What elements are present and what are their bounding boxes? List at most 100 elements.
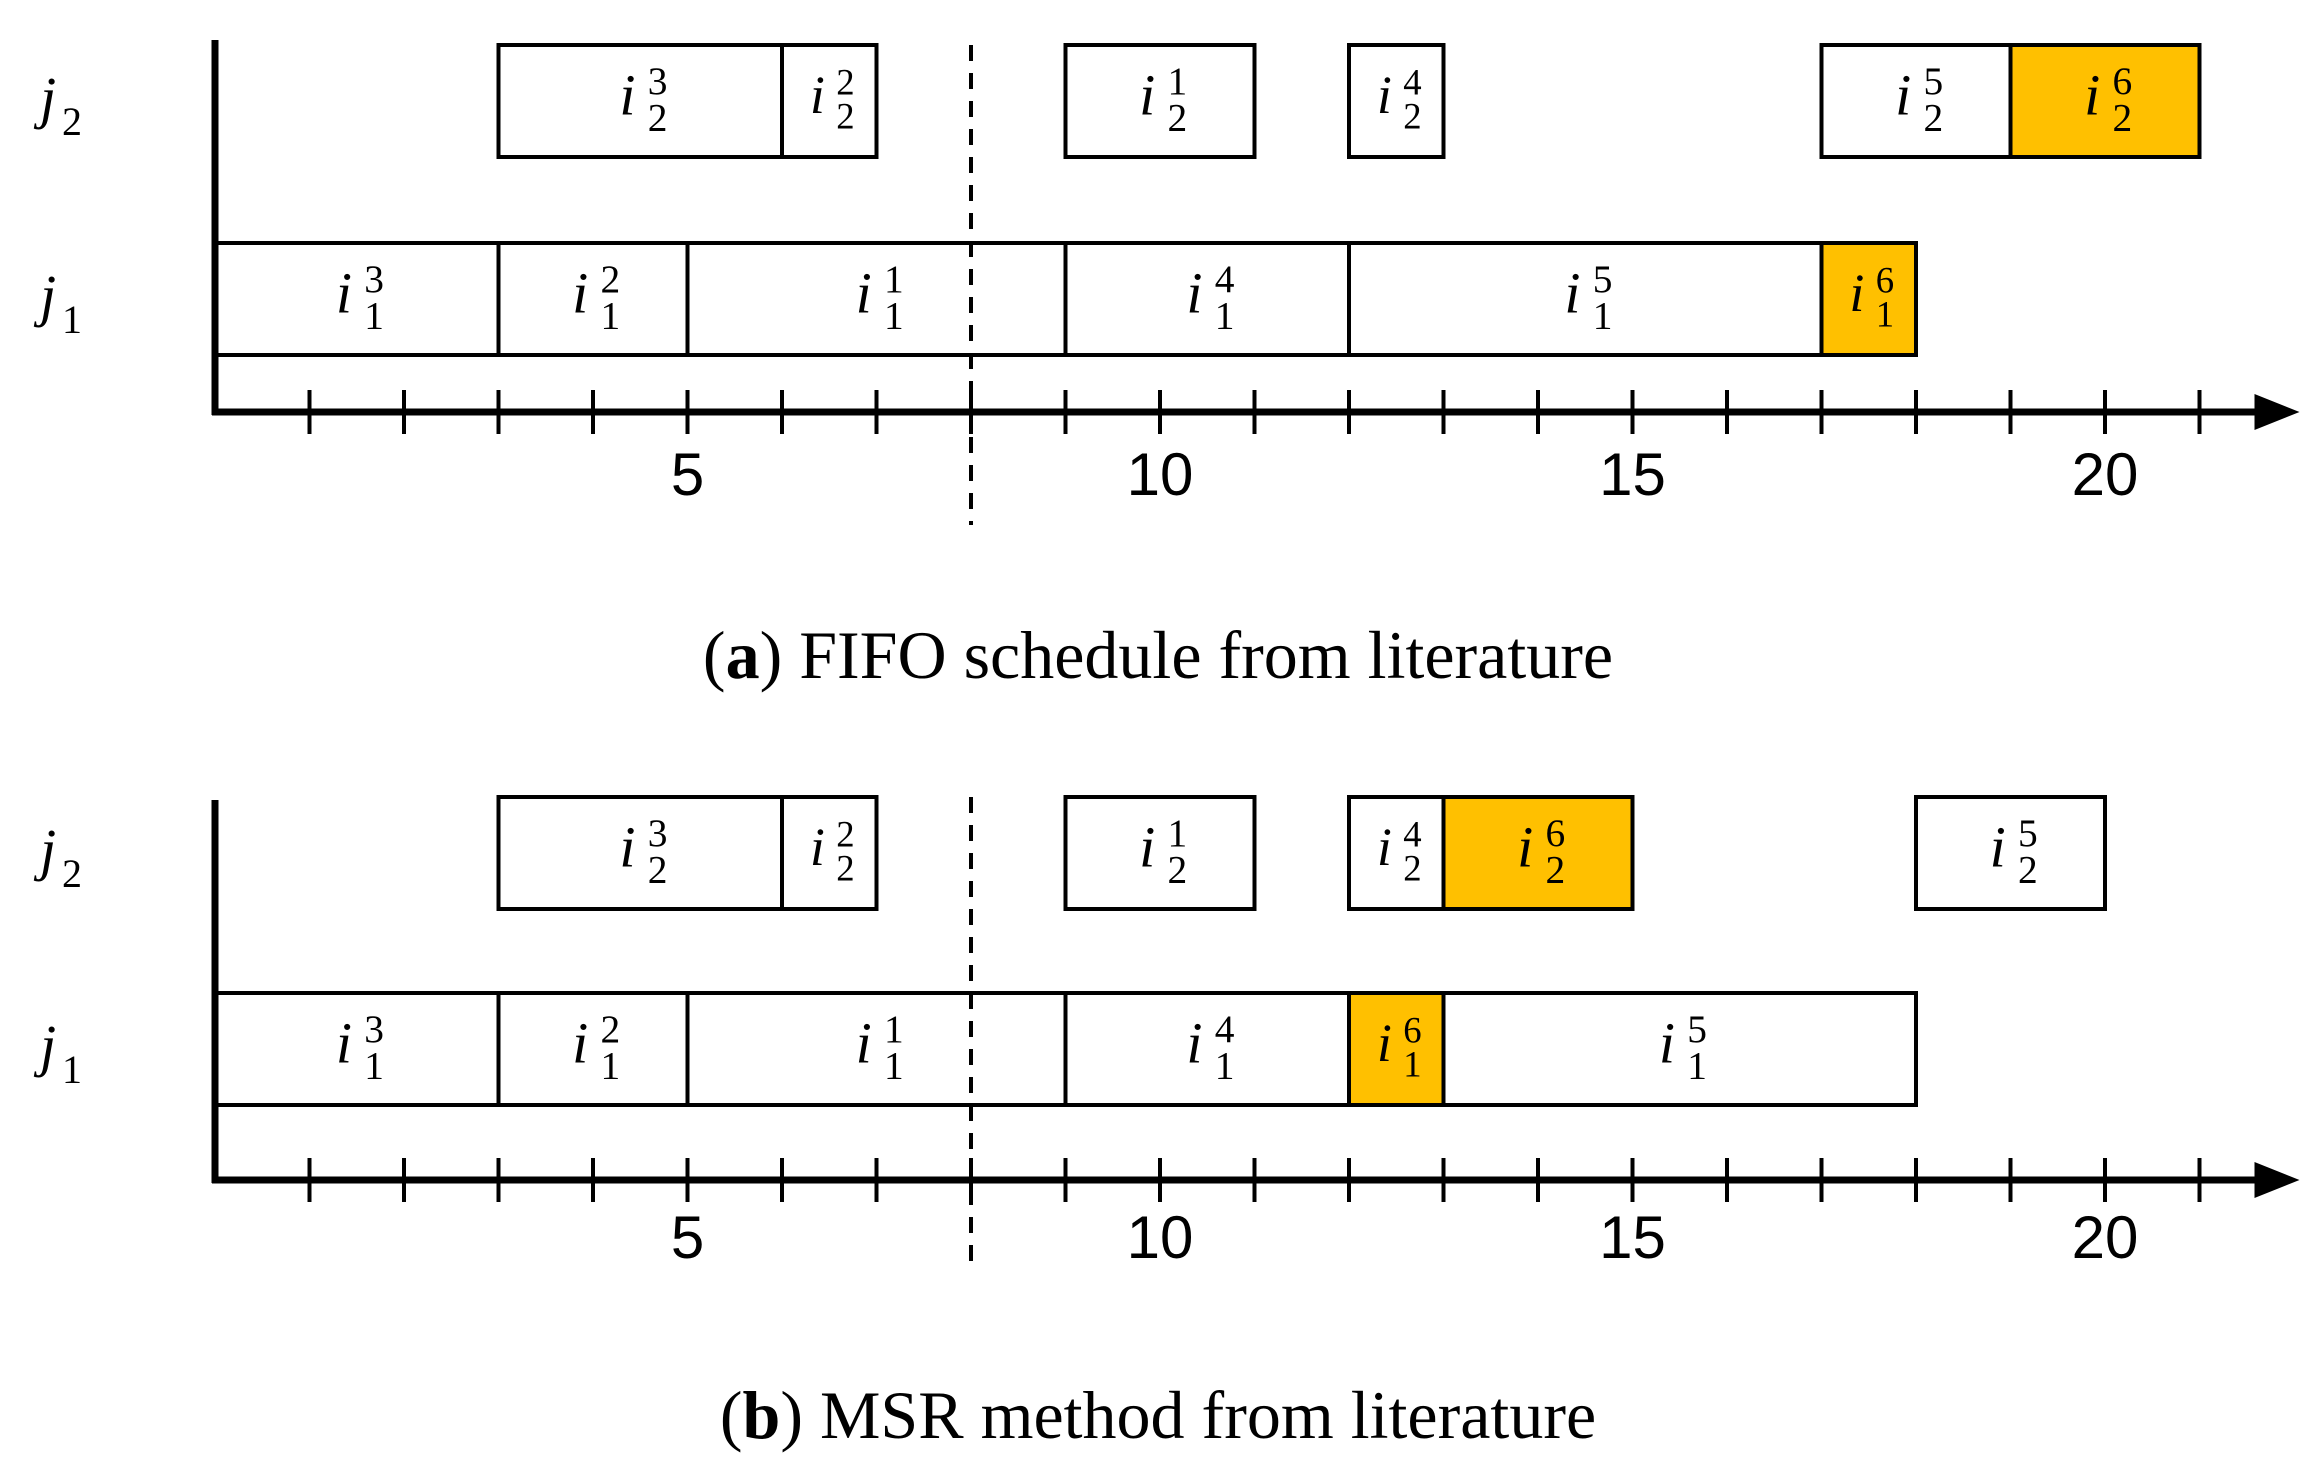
task-label-base: i (1849, 263, 1864, 323)
panel-caption: (a) FIFO schedule from literature (703, 617, 1613, 693)
task-label-base: i (619, 814, 635, 879)
row-label-letter: j (33, 1013, 56, 1078)
task-rect (1819, 241, 1918, 357)
task-rect (1347, 43, 1446, 159)
tick-label: 20 (2072, 1204, 2139, 1271)
task-label-sub: 1 (601, 294, 621, 338)
tick-label: 15 (1599, 441, 1666, 508)
tick-label: 5 (671, 1204, 704, 1271)
task-label-base: i (336, 260, 352, 325)
task-label-sub: 2 (648, 96, 668, 140)
task-rect (780, 43, 879, 159)
task-label-sup: 1 (1168, 59, 1188, 103)
caption-letter: b (742, 1377, 780, 1453)
task-label-sup: 3 (648, 811, 668, 855)
task-rect (1347, 241, 1824, 357)
task-label-sub: 2 (648, 848, 668, 892)
task-label-base: i (572, 260, 588, 325)
task-label-base: i (856, 260, 872, 325)
task-label-sub: 2 (1403, 847, 1421, 888)
task-label-sub: 1 (1215, 294, 1235, 338)
task-label-sup: 4 (1403, 813, 1421, 854)
task-label-base: i (1139, 62, 1155, 127)
tick-label: 15 (1599, 1204, 1666, 1271)
task-label-sup: 1 (1168, 811, 1188, 855)
task-label-base: i (619, 62, 635, 127)
task-label-base: i (856, 1010, 872, 1075)
task-label-sup: 4 (1403, 61, 1421, 102)
task-label-base: i (2084, 62, 2100, 127)
task-label-base: i (1895, 62, 1911, 127)
task-rect (1441, 991, 1918, 1107)
task-label-sup: 5 (1593, 257, 1613, 301)
task-rect (1347, 795, 1446, 911)
task-label-base: i (1377, 1013, 1392, 1073)
task-rect (1347, 991, 1446, 1107)
caption-open-paren: ( (703, 617, 726, 693)
task-label-sub: 2 (1403, 95, 1421, 136)
task-label-sub: 1 (601, 1044, 621, 1088)
task-rect (213, 991, 501, 1107)
task-rect (1063, 795, 1257, 911)
task-rect (1441, 795, 1635, 911)
task-label-sup: 3 (648, 59, 668, 103)
task-label-sub: 2 (836, 95, 854, 136)
task-label-sup: 5 (1924, 59, 1944, 103)
tick-label: 10 (1127, 1204, 1194, 1271)
task-label-base: i (1186, 260, 1202, 325)
tick-label: 5 (671, 441, 704, 508)
task-label-sub: 1 (364, 1044, 384, 1088)
task-label-sup: 4 (1215, 257, 1235, 301)
task-label-base: i (572, 1010, 588, 1075)
task-label-sub: 2 (1546, 848, 1566, 892)
task-label-base: i (1377, 65, 1392, 125)
task-label-sub: 1 (364, 294, 384, 338)
task-label-sup: 5 (2018, 811, 2038, 855)
task-rect (213, 241, 501, 357)
task-label-sup: 6 (1403, 1009, 1421, 1050)
task-label-base: i (810, 817, 825, 877)
task-label-sup: 2 (601, 1007, 621, 1051)
task-label-sub: 1 (1215, 1044, 1235, 1088)
task-label-sup: 6 (1876, 259, 1894, 300)
task-label-sup: 6 (1546, 811, 1566, 855)
task-label-sub: 2 (1924, 96, 1944, 140)
task-rect (1914, 795, 2107, 911)
task-label-base: i (1186, 1010, 1202, 1075)
task-rect (496, 991, 690, 1107)
task-label-sub: 1 (1403, 1043, 1421, 1084)
task-label-sup: 2 (836, 61, 854, 102)
task-label-sup: 4 (1215, 1007, 1235, 1051)
row-label-letter: j (33, 817, 56, 882)
